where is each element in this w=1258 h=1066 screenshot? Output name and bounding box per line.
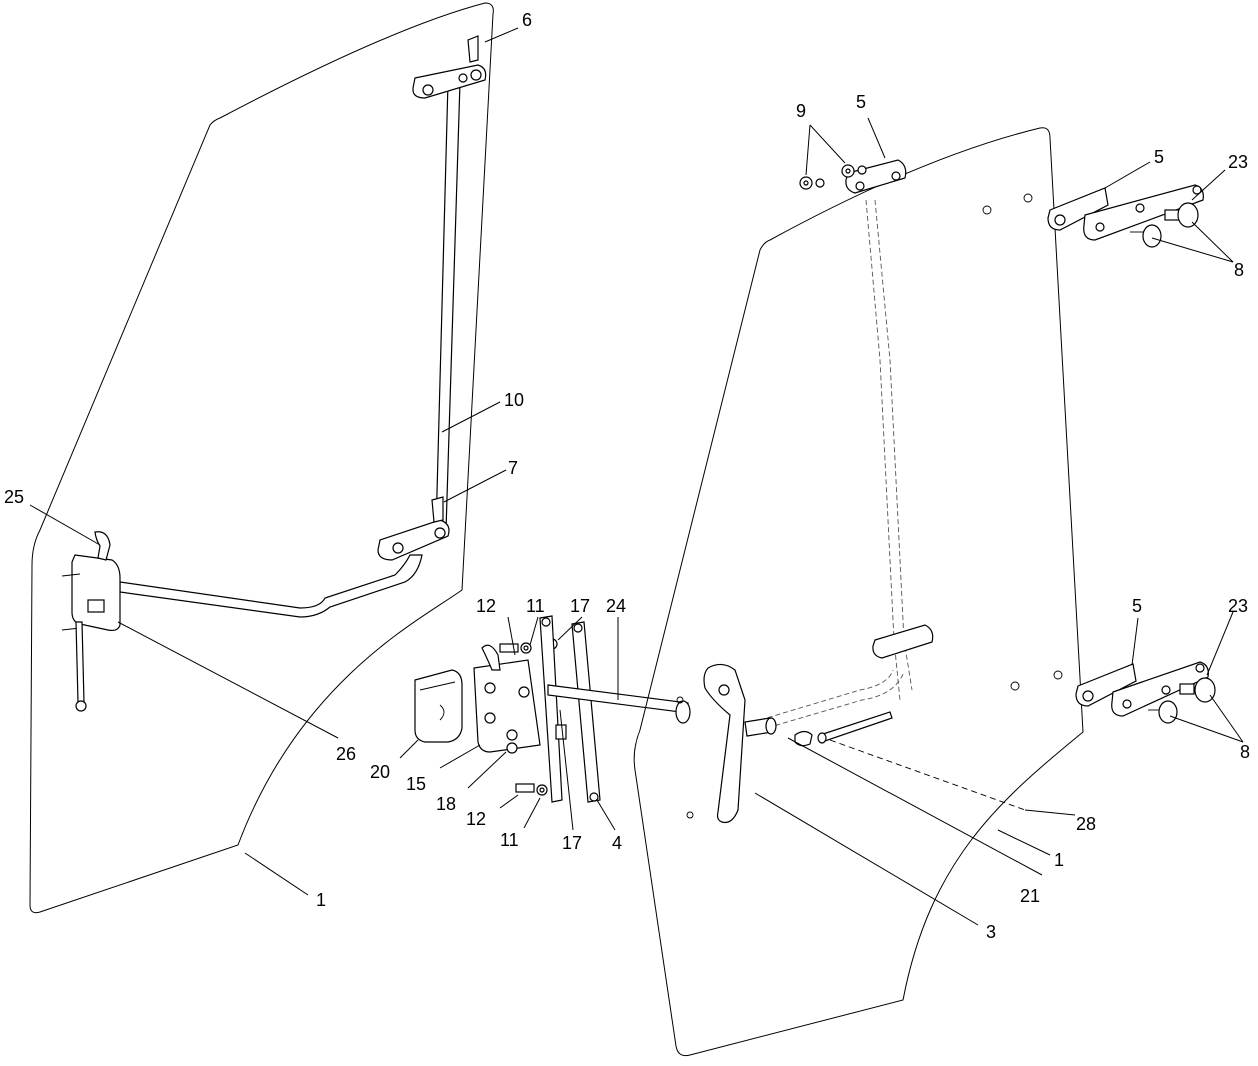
rod (819, 711, 893, 743)
latch-nut (506, 742, 518, 754)
callout-7: 7 (508, 458, 518, 478)
callout-21: 21 (1020, 886, 1040, 906)
callout-25: 25 (4, 487, 24, 507)
top-bracket (412, 35, 487, 99)
callout-5-top: 5 (856, 92, 866, 112)
lower-bolt-washer (515, 783, 548, 796)
left-latch-assembly (61, 531, 121, 712)
leader-lines (29, 27, 1244, 926)
callout-8-lower: 8 (1240, 742, 1250, 762)
callout-3: 3 (986, 922, 996, 942)
left-strut (435, 81, 461, 531)
callout-17-lower: 17 (562, 833, 582, 853)
callout-8-upper: 8 (1234, 260, 1244, 280)
callout-23-lower: 23 (1228, 596, 1248, 616)
latch-link (571, 621, 601, 803)
right-door-panel (633, 127, 1084, 1057)
callout-1-left: 1 (316, 890, 326, 910)
callout-labels: 6 10 7 25 26 1 12 11 17 24 20 15 18 12 1… (4, 10, 1250, 942)
callout-9: 9 (796, 101, 806, 121)
lower-right-hinge (1075, 661, 1216, 724)
callout-10: 10 (504, 390, 524, 410)
upper-right-hinge (1047, 184, 1204, 248)
line-28-dashed (829, 739, 1026, 811)
right-ghost-strut (865, 199, 913, 701)
callout-18: 18 (436, 794, 456, 814)
callout-20: 20 (370, 762, 390, 782)
callout-11-lower: 11 (500, 830, 519, 850)
bottom-bracket (377, 496, 450, 561)
latch-cover (414, 669, 463, 743)
callout-12-lower: 12 (466, 809, 486, 829)
callout-4: 4 (612, 833, 622, 853)
spacer (744, 717, 777, 737)
left-door-panel (29, 2, 494, 914)
callout-6: 6 (522, 10, 532, 30)
latch-plate (539, 615, 563, 803)
callout-26: 26 (336, 744, 356, 764)
door-handle (703, 663, 746, 824)
callout-24: 24 (606, 596, 626, 616)
callout-11-upper: 11 (526, 596, 545, 616)
callout-28: 28 (1076, 814, 1096, 834)
left-arm (119, 554, 423, 618)
callout-12-upper: 12 (476, 596, 496, 616)
callout-15: 15 (406, 774, 426, 794)
callout-1-right: 1 (1054, 850, 1064, 870)
hinge-nuts (799, 164, 867, 190)
callout-5-upper-right: 5 (1154, 147, 1164, 167)
latch-body (473, 644, 541, 753)
callout-5-lower-right: 5 (1132, 596, 1142, 616)
callout-17-upper: 17 (570, 596, 590, 616)
callout-23-upper: 23 (1228, 152, 1248, 172)
